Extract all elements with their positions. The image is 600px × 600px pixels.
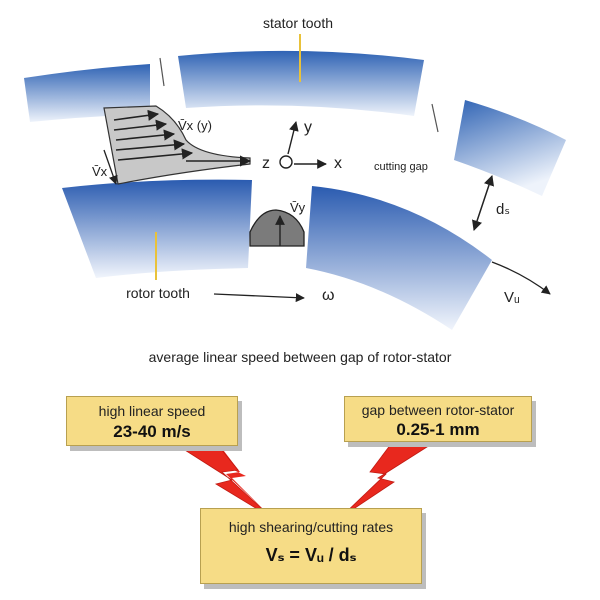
caption: average linear speed between gap of roto… (149, 349, 452, 365)
axis-y-label: y (304, 119, 312, 136)
stator-tooth-label: stator tooth (263, 15, 333, 31)
vx-label: V̄x (92, 164, 108, 179)
vy-label: V̄y (290, 200, 306, 215)
axis-x-label: x (334, 155, 342, 172)
tip-speed-arrow (491, 261, 551, 295)
bolt-right (339, 439, 440, 519)
gap-tick-right (431, 103, 439, 133)
axis-y-arrow (287, 121, 299, 155)
axis-z-label: z (262, 155, 270, 172)
vy-bump (249, 209, 305, 247)
rotor-tooth-label: rotor tooth (126, 285, 190, 301)
vx-arrow (103, 149, 118, 185)
cutting-gap-label: cutting gap (374, 161, 428, 173)
stator-tooth-right (454, 100, 566, 196)
result-box: high shearing/cutting rates Vₛ = Vᵤ / dₛ (200, 508, 422, 584)
gap-tick-left (159, 57, 165, 87)
gap-box: gap between rotor-stator 0.25-1 mm (344, 396, 532, 442)
gap-box-value: 0.25-1 mm (396, 420, 480, 439)
omega-label: ω (322, 287, 335, 304)
stator-tooth-middle (178, 50, 424, 116)
bolt-left-fill (164, 437, 273, 519)
rotation-arrow (213, 293, 305, 303)
gap-box-title: gap between rotor-stator (361, 402, 515, 418)
rotor-tooth-right (306, 186, 492, 330)
rotor-tooth-left (62, 179, 252, 278)
gap-width-arrow (472, 175, 494, 231)
result-box-title: high shearing/cutting rates (228, 519, 394, 535)
origin-marker (279, 155, 293, 169)
result-box-formula: Vₛ = Vᵤ / dₛ (265, 545, 357, 565)
speed-box-title: high linear speed (98, 403, 206, 419)
gap-width-label: dₛ (496, 201, 510, 218)
speed-box: high linear speed 23-40 m/s (66, 396, 238, 446)
velocity-profile-arrows (113, 109, 252, 167)
velocity-profile-label: V̄x (y) (178, 118, 212, 133)
speed-box-value: 23-40 m/s (113, 422, 191, 441)
tip-speed-label: Vᵤ (504, 289, 520, 306)
